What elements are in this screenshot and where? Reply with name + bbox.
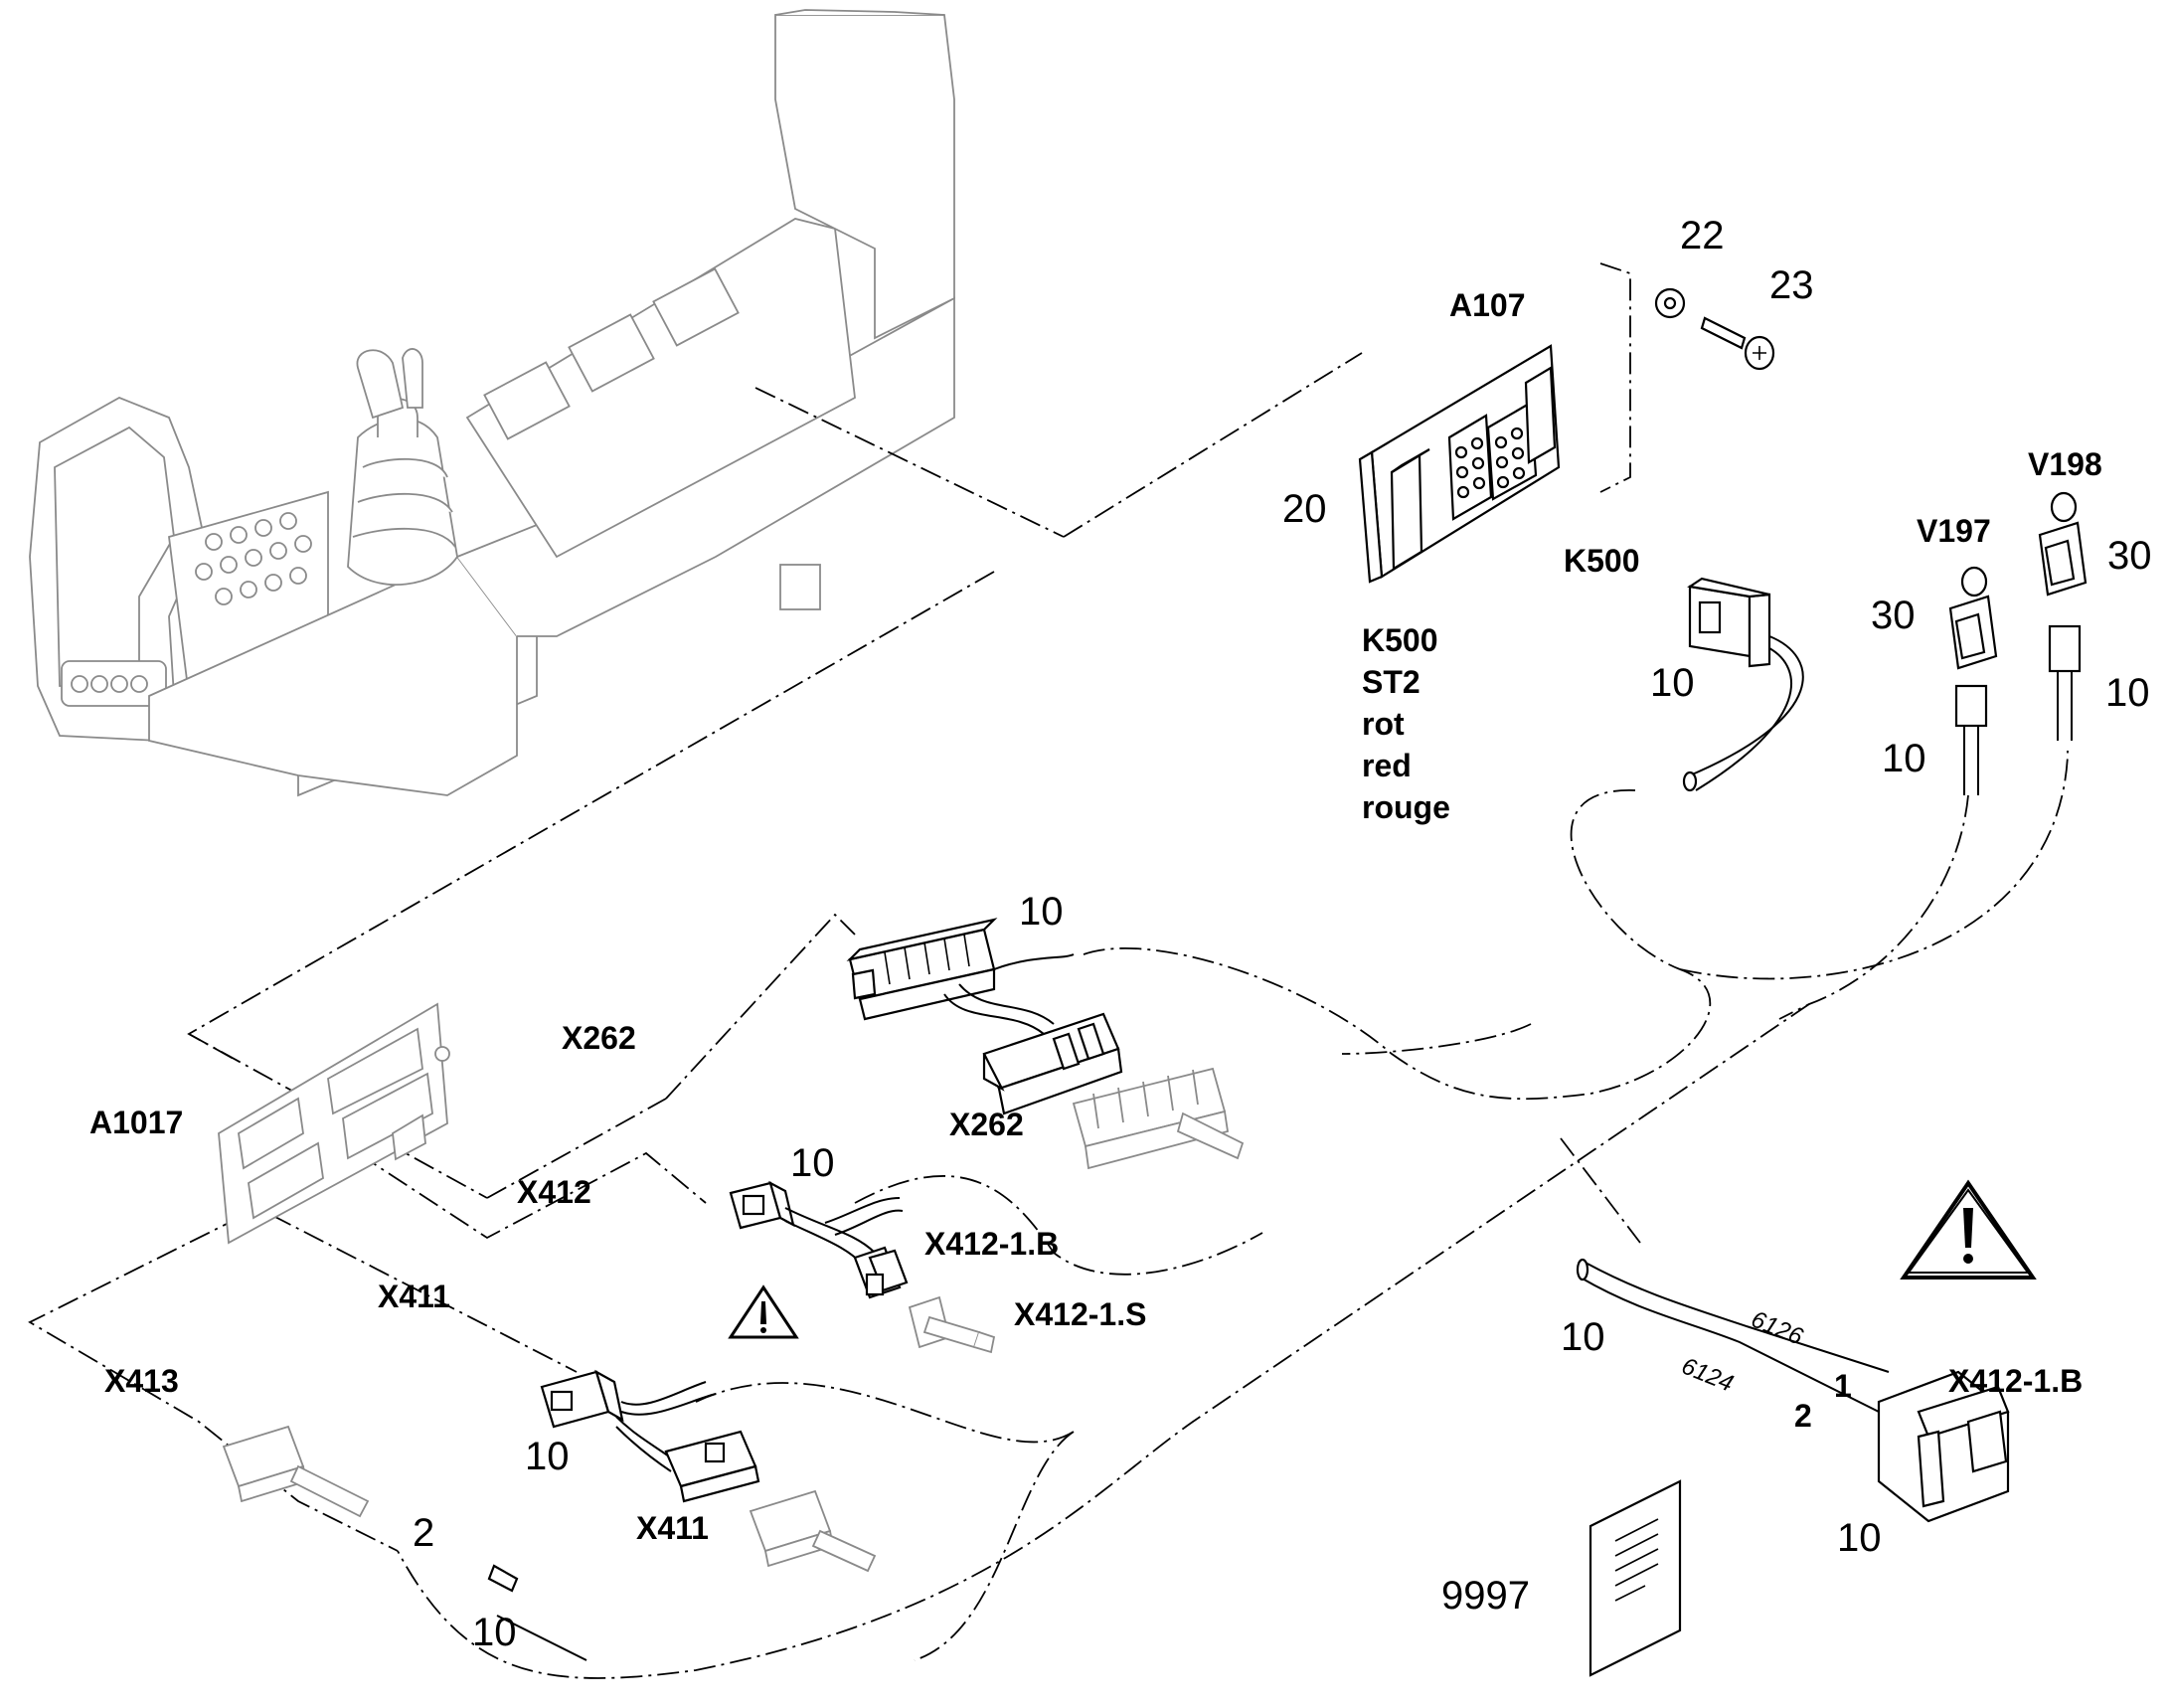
relay-note-line: rot	[1362, 706, 1405, 742]
label-item-30-v197: 30	[1871, 594, 1916, 637]
label-v198: V198	[2028, 446, 2102, 482]
v197-connector	[1948, 566, 1998, 795]
warning-triangle-icon	[1900, 1179, 2037, 1280]
label-item-10-v198: 10	[2105, 671, 2150, 715]
label-item-10-x413: 10	[472, 1611, 517, 1654]
x262-harness	[846, 918, 1123, 1115]
document-icon	[1588, 1479, 1682, 1677]
relay-board-a107	[1358, 344, 1561, 584]
x412-1s-connector	[908, 1295, 996, 1354]
label-x412-1b: X412-1.B	[924, 1226, 1059, 1262]
label-x412: X412	[517, 1174, 591, 1210]
x262-mating-connector	[1072, 1067, 1245, 1170]
label-x262: X262	[562, 1020, 636, 1056]
label-item-10-x411: 10	[525, 1435, 570, 1478]
label-item-2-x413: 2	[413, 1511, 434, 1555]
warning-triangle-icon	[728, 1284, 799, 1339]
label-x411-connector: X411	[636, 1510, 709, 1546]
label-pin-1: 1	[1834, 1368, 1852, 1404]
label-v197: V197	[1917, 513, 1991, 549]
label-a1017: A1017	[89, 1105, 183, 1140]
label-pin-2: 2	[1794, 1398, 1812, 1434]
label-item-10-v197: 10	[1882, 737, 1926, 780]
relay-note-line: K500	[1362, 622, 1438, 658]
label-a107: A107	[1449, 287, 1526, 323]
leader-lines	[28, 262, 2069, 1679]
relay-note-line: red	[1362, 748, 1412, 783]
label-item-22: 22	[1680, 214, 1725, 257]
control-board-a1017	[218, 1002, 450, 1245]
relay-note-line: rouge	[1362, 789, 1450, 825]
label-item-20: 20	[1282, 487, 1327, 531]
label-item-10-detail-connector: 10	[1837, 1516, 1882, 1560]
x412-harness	[729, 1180, 909, 1299]
relay-note: K500 ST2 rot red rouge	[1362, 622, 1450, 825]
x411-harness	[540, 1369, 760, 1503]
label-x412-1s: X412-1.S	[1014, 1296, 1146, 1332]
label-wire-6124: 6124	[1678, 1353, 1738, 1398]
washer-22	[1654, 287, 1686, 319]
screw-23	[1700, 316, 1775, 371]
label-x411: X411	[378, 1279, 450, 1314]
operator-console	[29, 9, 955, 797]
label-wire-6126: 6126	[1748, 1306, 1807, 1351]
label-x262-connector: X262	[949, 1107, 1024, 1142]
x412-1b-detail	[1576, 1258, 2010, 1523]
label-item-10-detail-cable: 10	[1561, 1315, 1605, 1359]
x411-mating-connector	[749, 1489, 877, 1573]
label-item-10-x412: 10	[790, 1141, 835, 1185]
label-item-30-v198: 30	[2107, 534, 2152, 578]
label-x413: X413	[104, 1363, 179, 1399]
label-k500: K500	[1564, 543, 1640, 579]
x413-connector	[222, 1425, 587, 1661]
relay-note-line: ST2	[1362, 664, 1421, 700]
label-item-9997: 9997	[1441, 1574, 1530, 1618]
labels: A107 22 23 20 K500 10 K500 ST2 rot red r…	[89, 214, 2152, 1654]
label-item-10-k500: 10	[1650, 661, 1695, 705]
label-item-10-x262: 10	[1019, 890, 1064, 934]
v198-connector	[2038, 491, 2088, 741]
label-item-23: 23	[1769, 263, 1814, 307]
k500-connector	[1682, 577, 1804, 792]
label-x412-1b-detail: X412-1.B	[1948, 1363, 2083, 1399]
